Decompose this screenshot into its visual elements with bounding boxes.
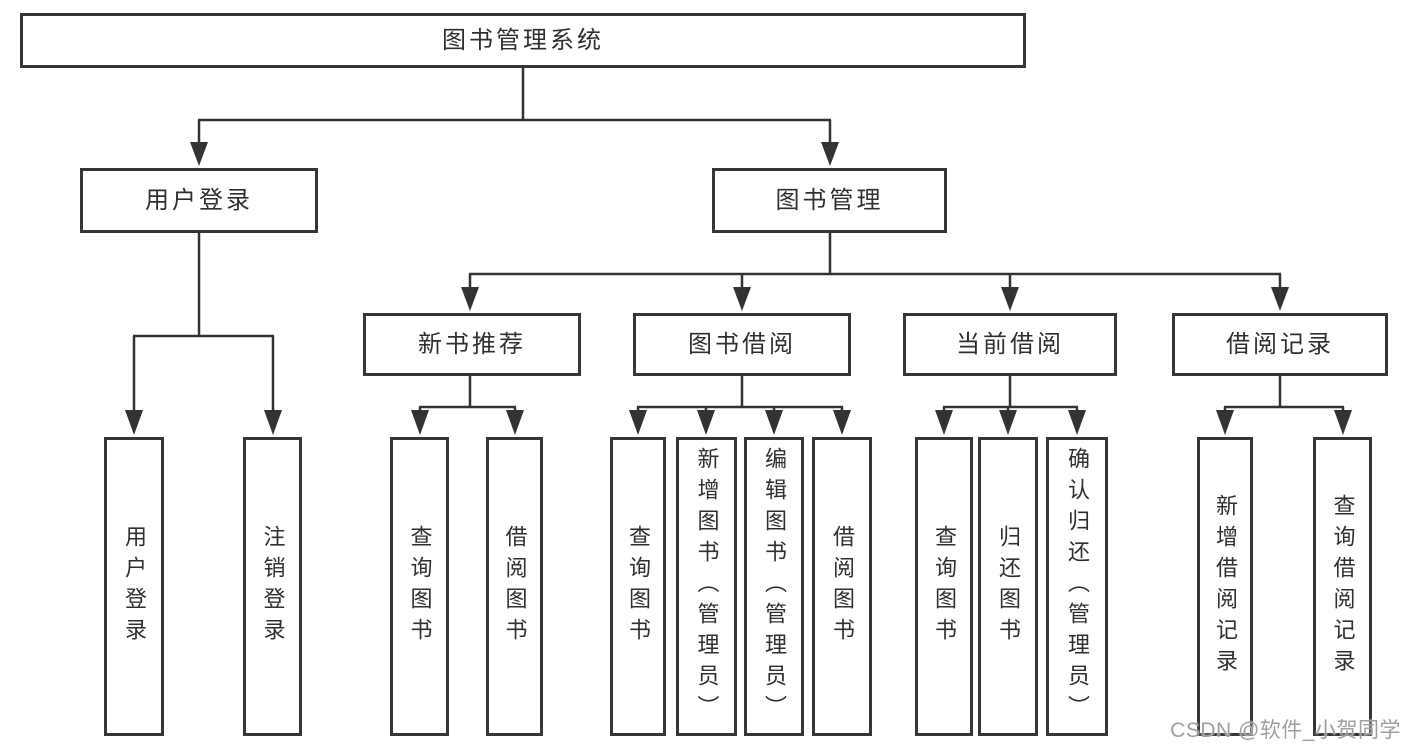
leaf-cb-return-books-label: 归还图书: [996, 524, 1021, 649]
leaf-bb-add-books-admin: 新增图书（管理员）: [676, 437, 737, 736]
leaf-bb-borrow-books-label: 借阅图书: [830, 524, 855, 649]
leaf-logout: 注销登录: [243, 437, 302, 736]
leaf-bb-add-books-admin-label: 新增图书（管理员）: [694, 447, 720, 726]
node-new-book-rec: 新书推荐: [363, 313, 581, 376]
node-book-borrow-label: 图书借阅: [688, 330, 796, 358]
node-root: 图书管理系统: [20, 13, 1026, 68]
leaf-br-add-record-label: 新增借阅记录: [1213, 493, 1238, 680]
leaf-nbr-query-books-label: 查询图书: [407, 524, 433, 649]
connector-borrow-records-to-leaves: [1216, 376, 1352, 435]
leaf-nbr-borrow-books-label: 借阅图书: [502, 524, 528, 649]
node-borrow-records: 借阅记录: [1172, 313, 1388, 376]
leaf-nbr-borrow-books: 借阅图书: [486, 437, 543, 736]
node-user-login-label: 用户登录: [145, 186, 253, 214]
watermark-csdn: CSDN @软件_小贺同学: [1170, 719, 1401, 742]
leaf-br-query-record: 查询借阅记录: [1313, 437, 1372, 736]
leaf-cb-return-books: 归还图书: [978, 437, 1038, 736]
node-book-mgmt: 图书管理: [712, 168, 947, 233]
connector-current-borrow-to-leaves: [935, 376, 1086, 435]
connector-root-to-level2: [190, 68, 839, 166]
node-root-label: 图书管理系统: [442, 26, 604, 54]
connector-user-login-to-leaves: [125, 233, 282, 435]
leaf-br-query-record-label: 查询借阅记录: [1330, 493, 1356, 680]
node-new-book-rec-label: 新书推荐: [418, 330, 526, 358]
node-current-borrow-label: 当前借阅: [956, 330, 1064, 358]
leaf-cb-query-books-label: 查询图书: [932, 524, 957, 649]
connector-book-borrow-to-leaves: [629, 376, 851, 435]
leaf-cb-confirm-return-admin-label: 确认归还（管理员）: [1065, 447, 1090, 726]
connector-new-book-rec-to-leaves: [411, 376, 524, 435]
leaf-cb-query-books: 查询图书: [915, 437, 973, 736]
node-book-borrow: 图书借阅: [633, 313, 851, 376]
node-current-borrow: 当前借阅: [903, 313, 1117, 376]
leaf-bb-edit-books-admin-label: 编辑图书（管理员）: [762, 447, 787, 726]
leaf-bb-query-books: 查询图书: [610, 437, 666, 736]
connector-book-mgmt-to-sections: [461, 233, 1289, 311]
node-borrow-records-label: 借阅记录: [1226, 330, 1334, 358]
leaf-bb-edit-books-admin: 编辑图书（管理员）: [744, 437, 804, 736]
leaf-cb-confirm-return-admin: 确认归还（管理员）: [1046, 437, 1108, 736]
leaf-user-login: 用户登录: [104, 437, 164, 736]
leaf-bb-borrow-books: 借阅图书: [812, 437, 872, 736]
leaf-logout-label: 注销登录: [260, 524, 286, 649]
leaf-bb-query-books-label: 查询图书: [626, 524, 651, 649]
leaf-br-add-record: 新增借阅记录: [1197, 437, 1253, 736]
node-book-mgmt-label: 图书管理: [775, 186, 884, 214]
leaf-user-login-label: 用户登录: [122, 524, 147, 649]
leaf-nbr-query-books: 查询图书: [390, 437, 449, 736]
node-user-login: 用户登录: [80, 168, 318, 233]
